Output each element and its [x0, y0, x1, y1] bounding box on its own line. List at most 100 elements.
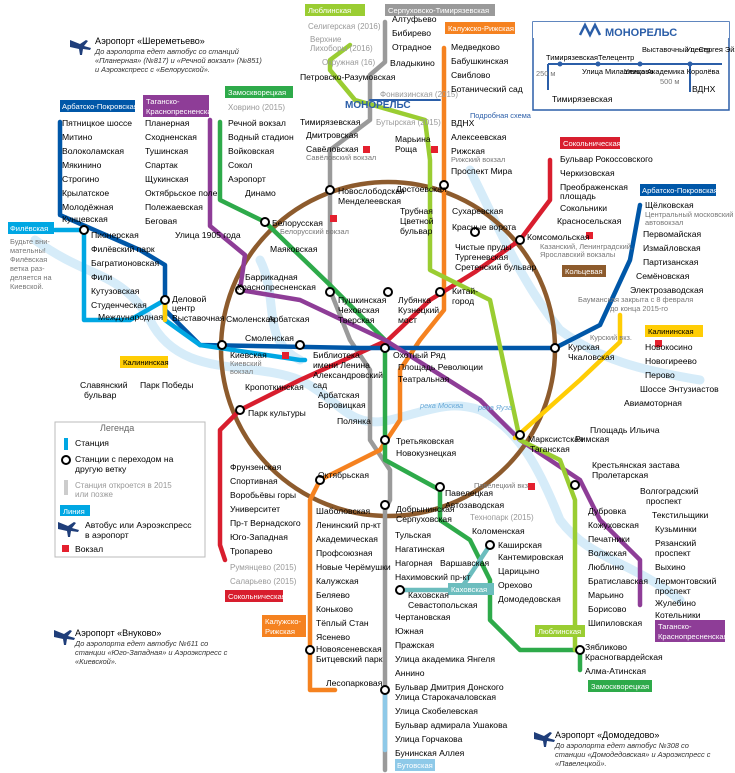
monorail-st-timiryazevskaya[interactable]: Тимирязевская — [546, 53, 598, 62]
station-shosse-entuziastov[interactable]: Шоссе Энтузиастов — [640, 384, 719, 394]
station-kakhovskaya[interactable]: Каховская — [408, 590, 449, 600]
station-akademicheskaya[interactable]: Академическая — [316, 534, 378, 544]
station-cherkizovskaya[interactable]: Черкизовская — [560, 168, 615, 178]
node-kurskaya[interactable] — [550, 343, 560, 353]
station-dobryninskaya[interactable]: Добрынинская — [396, 504, 455, 514]
station-sportivnaya[interactable]: Спортивная — [230, 476, 278, 486]
station-shchelkovskaya[interactable]: Щёлковская — [645, 200, 694, 210]
station-yugo-zapadnaya[interactable]: Юго-Западная — [230, 532, 288, 542]
station-teply-stan[interactable]: Тёплый Стан — [316, 618, 369, 628]
station-profsoyuznaya[interactable]: Профсоюзная — [316, 548, 373, 558]
station-mayakovskaya[interactable]: Маяковская — [270, 244, 318, 254]
station-kropotkinskaya[interactable]: Кропоткинская — [245, 382, 304, 392]
station-skobelevskaya[interactable]: Улица Скобелевская — [395, 706, 478, 716]
station-ushakova[interactable]: Бульвар адмирала Ушакова — [395, 720, 508, 730]
station-chekhovskaya[interactable]: Чеховская — [338, 305, 380, 315]
station-nakhimovsky[interactable]: Нахимовский пр-кт — [395, 572, 470, 582]
station-belyaevo[interactable]: Беляево — [316, 590, 350, 600]
node-kuntsevskaya[interactable] — [79, 225, 89, 235]
station-chertanovskaya[interactable]: Чертановская — [395, 612, 451, 622]
station-vorobyovy[interactable]: Воробьёвы горы — [230, 490, 296, 500]
station-begovaya[interactable]: Беговая — [145, 216, 177, 226]
station-bulvar-donskogo[interactable]: Бульвар Дмитрия Донского — [395, 682, 504, 692]
station-fonvizinskaya[interactable]: Фонвизинская (2015) — [380, 90, 458, 99]
station-rizhskaya[interactable]: Рижская — [451, 146, 485, 156]
station-smolenskaya-2[interactable]: Смоленская — [245, 333, 294, 343]
station-frunzenskaya[interactable]: Фрунзенская — [230, 462, 282, 472]
station-volgogradsky-2[interactable]: проспект — [646, 496, 682, 506]
station-mezhdunarodnaya[interactable]: Международная — [98, 312, 163, 322]
station-delovoy-1[interactable]: Деловой — [172, 294, 206, 304]
node-bulvar-donskogo[interactable] — [380, 685, 390, 695]
station-volzhskaya[interactable]: Волжская — [588, 548, 627, 558]
station-lesoparkovaya[interactable]: Лесопарковая — [326, 678, 383, 688]
monorail-st-koroleva[interactable]: Улица Академика Королёва — [624, 67, 720, 76]
station-ulitsa-1905[interactable]: Улица 1905 года — [175, 230, 241, 240]
station-shipilovskaya[interactable]: Шипиловская — [588, 618, 643, 628]
station-tulskaya[interactable]: Тульская — [395, 530, 431, 540]
station-partizanskaya[interactable]: Партизанская — [643, 257, 699, 267]
station-lermontovsky-1[interactable]: Лермонтовский — [655, 576, 717, 586]
station-dinamo[interactable]: Динамо — [245, 188, 276, 198]
station-bibirevo[interactable]: Бибирево — [392, 28, 431, 38]
station-prospekt-mira[interactable]: Проспект Мира — [451, 166, 512, 176]
station-kuznetsky-1[interactable]: Кузнецкий — [398, 305, 439, 315]
station-kuntsevskaya[interactable]: Кунцевская — [62, 214, 108, 224]
station-krasnye-vorota[interactable]: Красные ворота — [452, 222, 516, 232]
station-babushkinskaya[interactable]: Бабушкинская — [451, 56, 509, 66]
station-kuzminki[interactable]: Кузьминки — [655, 524, 697, 534]
station-perovo[interactable]: Перово — [645, 370, 675, 380]
station-sukharevskaya[interactable]: Сухаревская — [452, 206, 504, 216]
station-belorusskaya[interactable]: Белорусская — [272, 218, 323, 228]
node-delovoy-tsentr[interactable] — [160, 295, 170, 305]
station-krasnopresnenskaya[interactable]: Краснопресненская — [237, 282, 316, 292]
station-maryino[interactable]: Марьино — [588, 590, 624, 600]
station-alekseevskaya[interactable]: Алексеевская — [451, 132, 507, 142]
station-yuzhnaya[interactable]: Южная — [395, 626, 424, 636]
node-kashirskaya[interactable] — [485, 540, 495, 550]
station-pyatnitskoe[interactable]: Пятницкое шоссе — [62, 118, 132, 128]
station-polyanka[interactable]: Полянка — [337, 416, 371, 426]
station-okruzhnaya[interactable]: Окружная (16) — [322, 58, 376, 67]
station-sviblovo[interactable]: Свиблово — [451, 70, 490, 80]
station-lyublino[interactable]: Люблино — [588, 562, 624, 572]
station-chistye-prudy[interactable]: Чистые пруды — [455, 242, 512, 252]
station-arbatskaya-2[interactable]: Арбатская — [318, 390, 360, 400]
station-domodedovskaya[interactable]: Домодедовская — [498, 594, 561, 604]
station-biblioteka-1[interactable]: Библиотека — [313, 350, 360, 360]
node-taganskaya[interactable] — [515, 430, 525, 440]
station-myakinino[interactable]: Мякинино — [62, 160, 102, 170]
station-preobrazhenskaya-2[interactable]: площадь — [560, 191, 596, 201]
station-turgenevskaya[interactable]: Тургеневская — [455, 252, 508, 262]
monorail-st-telecentr[interactable]: Телецентр — [598, 53, 634, 62]
station-orekhovo[interactable]: Орехово — [498, 580, 533, 590]
station-yasenevo[interactable]: Ясенево — [316, 632, 350, 642]
station-pionerskaya[interactable]: Пионерская — [91, 230, 139, 240]
station-borisovo[interactable]: Борисово — [588, 604, 627, 614]
node-kitay-gorod[interactable] — [435, 287, 445, 297]
station-biblioteka-2[interactable]: имени Ленина — [313, 360, 370, 370]
station-konkovo[interactable]: Коньково — [316, 604, 353, 614]
station-ploshchad-revolyutsii[interactable]: Площадь Революции — [398, 362, 483, 372]
station-petrovsko[interactable]: Петровско-Разумовская — [300, 72, 396, 82]
station-yangelya[interactable]: Улица академика Янгеля — [395, 654, 495, 664]
monorail-scheme-note[interactable]: Подробная схема — [470, 111, 532, 120]
station-shabolovskaya[interactable]: Шаболовская — [316, 506, 371, 516]
node-pushkinskaya[interactable] — [325, 287, 335, 297]
station-butyrskaya[interactable]: Бутырская (2015) — [376, 118, 441, 127]
station-kutuzovskaya[interactable]: Кутузовская — [91, 286, 140, 296]
station-alma-atinskaya[interactable]: Алма-Атинская — [585, 666, 646, 676]
station-slavyansky-2[interactable]: бульвар — [84, 390, 117, 400]
station-krylatskoe[interactable]: Крылатское — [62, 188, 109, 198]
monorail-st-vystavochny[interactable]: Выставочный центр — [642, 45, 710, 54]
station-kantemirovskaya[interactable]: Кантемировская — [498, 552, 564, 562]
station-novoyasenevskaya[interactable]: Новоясеневская — [316, 644, 382, 654]
station-sretensky[interactable]: Сретенский бульвар — [455, 262, 536, 272]
station-slavyansky-1[interactable]: Славянский — [80, 380, 128, 390]
station-komsomolskaya[interactable]: Комсомольская — [527, 232, 590, 242]
station-kievskaya[interactable]: Киевская — [230, 350, 267, 360]
station-okhotny-ryad[interactable]: Охотный Ряд — [393, 350, 446, 360]
station-novogireevo[interactable]: Новогиреево — [645, 356, 697, 366]
station-oktyabrskoe-pole[interactable]: Октябрьское поле — [145, 188, 218, 198]
station-tushinskaya[interactable]: Тушинская — [145, 146, 189, 156]
